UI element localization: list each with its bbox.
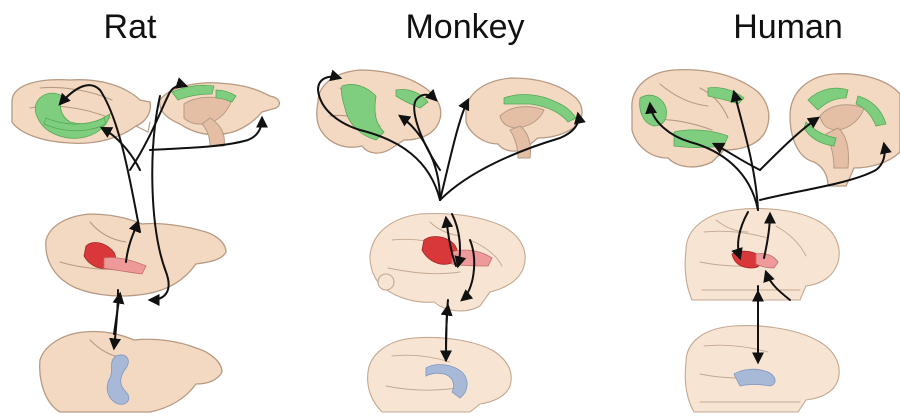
rat-medial-brain — [160, 83, 280, 146]
human-striatum-brain — [685, 209, 839, 301]
rat-hippocampus-brain — [40, 331, 222, 412]
monkey-medial-brain — [466, 78, 582, 158]
human-lateral-brain — [632, 70, 769, 167]
rat-lateral-brain — [12, 80, 150, 144]
rat-column — [12, 80, 279, 412]
monkey-column — [317, 70, 582, 412]
monkey-hippocampus-brain — [368, 338, 512, 413]
human-medial-brain — [790, 74, 900, 186]
human-column — [632, 70, 900, 412]
human-hippocampus-brain — [685, 326, 839, 412]
